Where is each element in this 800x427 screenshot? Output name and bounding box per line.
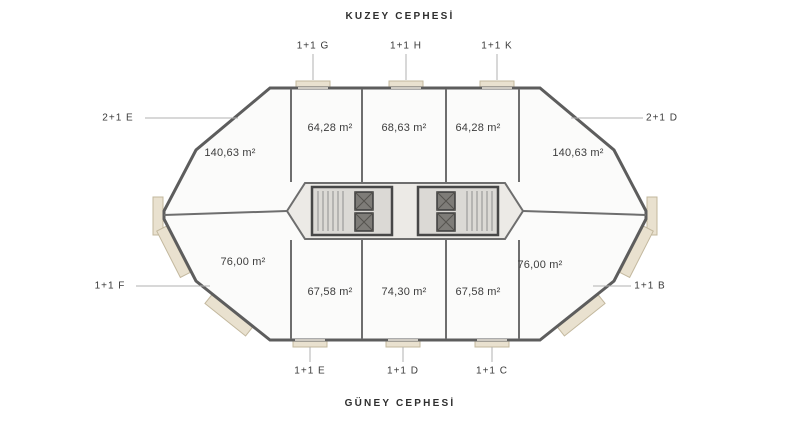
balconies (152, 80, 658, 348)
south-facade-label: GÜNEY CEPHESİ (344, 398, 456, 409)
elevator-icon (436, 191, 456, 232)
area-label-1-1-e: 67,58 m² (307, 286, 353, 298)
area-label-1-1-f: 76,00 m² (220, 256, 266, 268)
unit-label-1-1-k: 1+1 K (481, 40, 513, 52)
area-label-1-1-k: 64,28 m² (455, 122, 501, 134)
north-facade-label: KUZEY CEPHESİ (345, 11, 455, 22)
unit-label-1-1-g: 1+1 G (296, 40, 330, 52)
stairs-core-left (310, 185, 394, 237)
area-label-1-1-c: 67,58 m² (455, 286, 501, 298)
interior-walls (163, 89, 647, 339)
unit-label-1-1-d: 1+1 D (387, 365, 419, 377)
area-label-1-1-b: 76,00 m² (517, 259, 563, 271)
area-label-1-1-g: 64,28 m² (307, 122, 353, 134)
area-label-1-1-h: 68,63 m² (381, 122, 427, 134)
stairs-core-right (416, 185, 500, 237)
unit-label-1-1-f: 1+1 F (94, 280, 126, 292)
stairs-icon (317, 191, 344, 231)
unit-label-2-1-d: 2+1 D (646, 112, 678, 124)
unit-label-1-1-c: 1+1 C (476, 365, 508, 377)
elevator-icon (354, 191, 374, 232)
windows (295, 87, 512, 341)
area-label-2-1-e: 140,63 m² (204, 147, 256, 159)
stairs-icon (466, 191, 493, 231)
unit-label-2-1-e: 2+1 E (102, 112, 134, 124)
leader-lines (136, 54, 643, 362)
unit-label-1-1-b: 1+1 B (634, 280, 666, 292)
area-label-1-1-d: 74,30 m² (381, 286, 427, 298)
unit-label-1-1-e: 1+1 E (294, 365, 326, 377)
area-label-2-1-d: 140,63 m² (552, 147, 604, 159)
unit-label-1-1-h: 1+1 H (390, 40, 422, 52)
